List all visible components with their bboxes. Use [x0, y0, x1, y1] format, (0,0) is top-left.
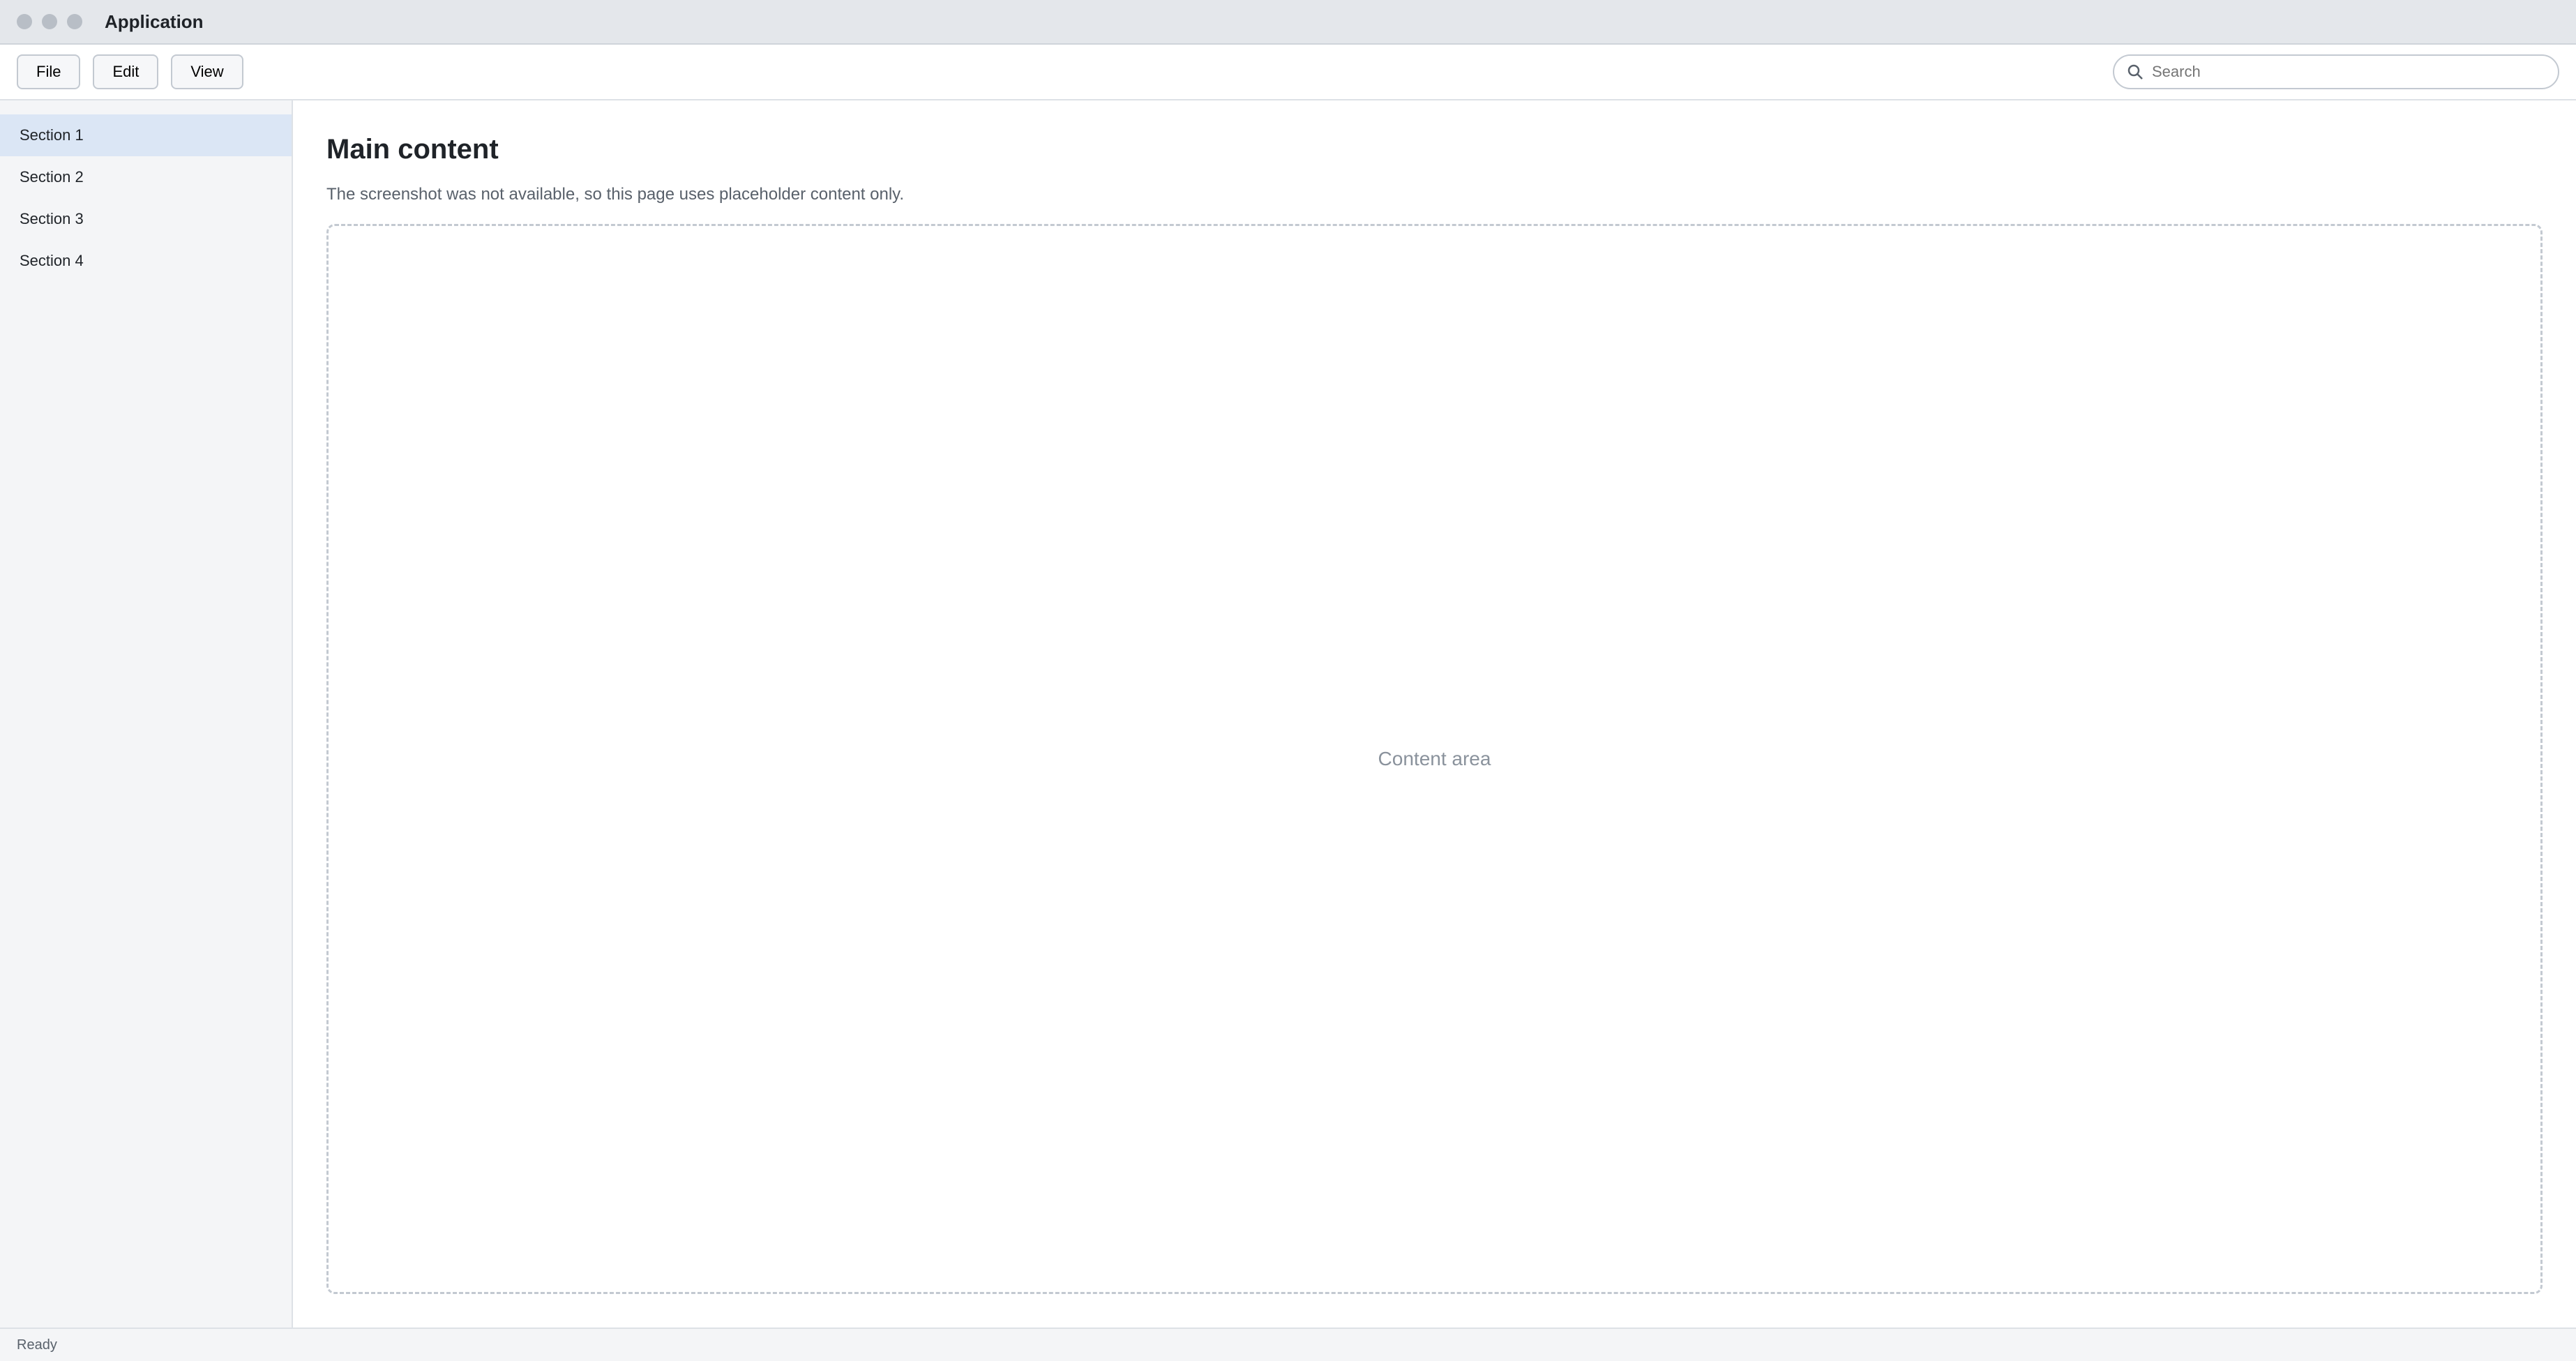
app-title: Application: [105, 10, 204, 32]
main-content: Main content The screenshot was not avai…: [293, 100, 2576, 1328]
toolbar: File Edit View: [0, 45, 2576, 100]
workspace: Section 1 Section 2 Section 3 Section 4 …: [0, 100, 2576, 1328]
sidebar-item-4[interactable]: Section 4: [20, 252, 84, 269]
page-title: Main content: [326, 134, 499, 165]
sidebar: Section 1 Section 2 Section 3 Section 4: [0, 100, 293, 1328]
page-subtitle: The screenshot was not available, so thi…: [326, 185, 905, 204]
minimize-window-button[interactable]: [42, 14, 57, 29]
status-bar: Ready: [0, 1328, 2576, 1361]
content-panel: Content area: [326, 224, 2543, 1294]
search-box: [2113, 54, 2559, 89]
sidebar-item-3[interactable]: Section 3: [20, 210, 84, 227]
status-text: Ready: [17, 1337, 57, 1353]
sidebar-item-1[interactable]: Section 1: [0, 114, 292, 156]
toolbar-button-1[interactable]: File: [17, 54, 81, 89]
toolbar-button-3[interactable]: View: [171, 54, 243, 89]
search-icon: [2127, 64, 2143, 80]
toolbar-button-2[interactable]: Edit: [93, 54, 159, 89]
window-controls: [17, 14, 82, 29]
search-input[interactable]: [2152, 63, 2545, 81]
close-window-button[interactable]: [17, 14, 32, 29]
maximize-window-button[interactable]: [67, 14, 82, 29]
title-bar: Application: [0, 0, 2576, 45]
sidebar-item-2[interactable]: Section 2: [20, 168, 84, 186]
